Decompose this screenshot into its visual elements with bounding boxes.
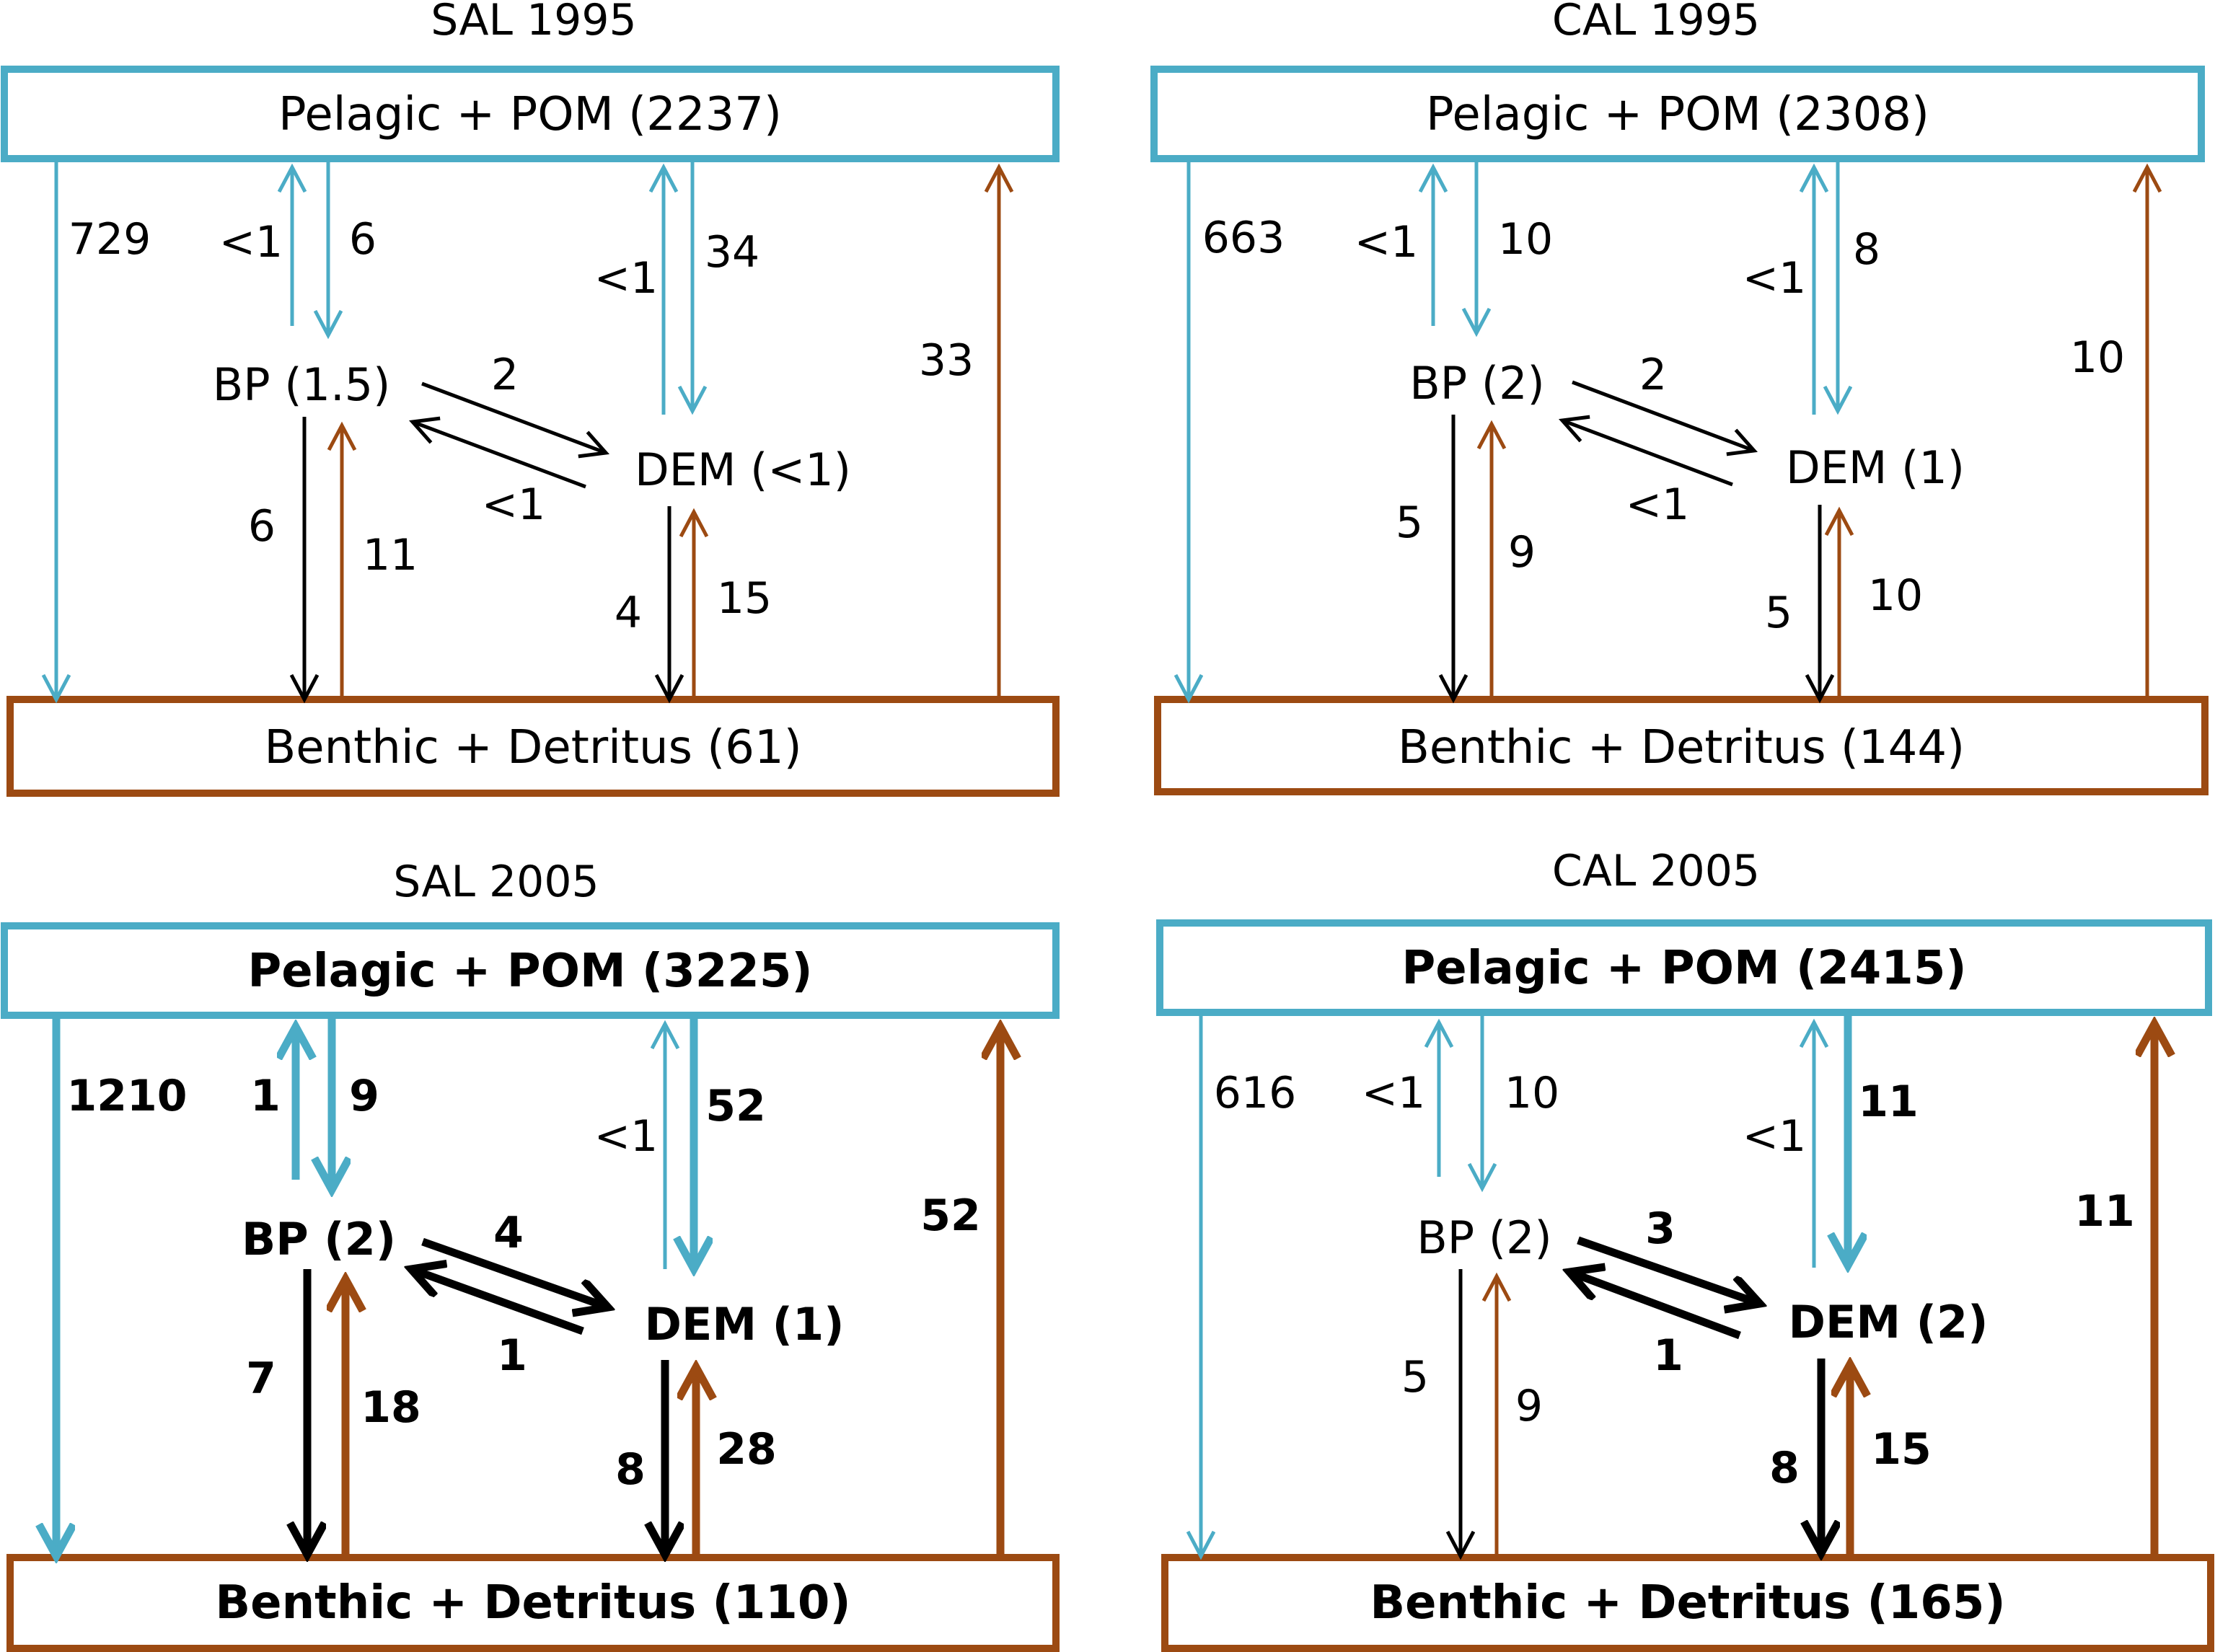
flow-value-benthic-to-pelagic: 33: [919, 335, 974, 386]
flow-value-dem-to-pelagic: <1: [594, 1111, 658, 1162]
flow-arrow-bp-to-dem: [421, 381, 606, 453]
flow-value-benthic-to-bp: 9: [1515, 1381, 1543, 1431]
flow-value-bp-to-pelagic: <1: [1362, 1068, 1425, 1118]
flow-value-benthic-to-dem: 28: [716, 1424, 777, 1475]
bp-node: BP (2): [242, 1213, 396, 1265]
flow-value-bp-to-benthic: 6: [248, 501, 276, 552]
panel-sal-1995: SAL 1995 Pelagic + POM (2237) Benthic + …: [1, 0, 1060, 797]
flow-value-pelagic-to-dem: 52: [705, 1081, 766, 1131]
flow-value-bp-to-benthic: 5: [1396, 498, 1423, 548]
benthic-box: [6, 696, 1060, 797]
dem-node: DEM (2): [1789, 1296, 1989, 1348]
panel-title: SAL 2005: [393, 857, 599, 907]
flow-value-benthic-to-dem: 15: [717, 573, 772, 624]
pelagic-box: [1, 922, 1060, 1019]
flow-value-dem-to-benthic: 4: [615, 588, 642, 638]
pelagic-box: [1150, 66, 2205, 162]
bp-node: BP (1.5): [213, 358, 391, 411]
pelagic-box-label: Pelagic + POM (2308): [1426, 88, 1929, 141]
benthic-box: [6, 1554, 1060, 1652]
pelagic-box: [1, 66, 1060, 162]
flow-value-pelagic-to-dem: 8: [1853, 224, 1880, 275]
flow-value-dem-to-bp: 1: [1653, 1330, 1683, 1381]
flow-value-pelagic-to-benthic: 1210: [67, 1071, 188, 1121]
flow-value-bp-to-benthic: 7: [246, 1353, 276, 1404]
flow-value-dem-to-bp: <1: [482, 480, 545, 530]
flow-value-dem-to-pelagic: <1: [594, 253, 658, 304]
bp-node: BP (2): [1409, 357, 1544, 410]
flow-arrow-bp-to-dem: [1577, 1236, 1760, 1304]
panel-sal-2005: SAL 2005 Pelagic + POM (3225) Benthic + …: [1, 857, 1060, 1652]
flow-value-pelagic-to-benthic: 729: [69, 214, 151, 265]
pelagic-box-label: Pelagic + POM (2237): [278, 88, 782, 141]
flow-arrow-dem-to-bp: [1562, 420, 1733, 487]
flow-value-pelagic-to-benthic: 616: [1214, 1068, 1297, 1118]
flow-value-pelagic-to-bp: 10: [1498, 214, 1553, 265]
flow-value-benthic-to-pelagic: 52: [920, 1191, 981, 1241]
flow-arrow-dem-to-bp: [413, 422, 586, 489]
pelagic-box-label: Pelagic + POM (3225): [247, 945, 812, 998]
flow-value-dem-to-bp: <1: [1626, 480, 1689, 530]
flow-value-benthic-to-bp: 18: [361, 1382, 421, 1433]
flow-arrow-bp-to-dem: [1572, 380, 1754, 451]
flow-value-bp-to-pelagic: <1: [1355, 217, 1418, 268]
panel-cal-2005: CAL 2005 Pelagic + POM (2415) Benthic + …: [1156, 846, 2214, 1652]
flow-value-benthic-to-pelagic: 10: [2070, 332, 2125, 383]
flow-value-bp-to-dem: 2: [491, 350, 519, 400]
flow-value-pelagic-to-dem: 11: [1858, 1077, 1919, 1127]
flow-arrow-bp-to-dem: [421, 1237, 608, 1307]
flow-value-bp-to-pelagic: 1: [250, 1071, 281, 1121]
benthic-box-label: Benthic + Detritus (61): [264, 721, 801, 774]
flow-value-bp-to-dem: 2: [1639, 350, 1667, 400]
benthic-box: [1161, 1554, 2214, 1652]
flow-value-dem-to-benthic: 5: [1765, 588, 1792, 638]
pelagic-box: [1156, 919, 2212, 1016]
benthic-box-label: Benthic + Detritus (165): [1370, 1576, 2005, 1630]
flow-value-benthic-to-bp: 11: [363, 530, 418, 580]
pelagic-box-label: Pelagic + POM (2415): [1401, 942, 1966, 995]
benthic-box-label: Benthic + Detritus (144): [1398, 721, 1965, 774]
flow-value-pelagic-to-benthic: 663: [1202, 213, 1285, 263]
panel-title: CAL 2005: [1552, 846, 1760, 896]
panel-title: SAL 1995: [431, 0, 636, 45]
bp-node: BP (2): [1417, 1211, 1551, 1264]
flow-value-benthic-to-dem: 10: [1868, 570, 1923, 621]
flow-value-bp-to-benthic: 5: [1401, 1352, 1429, 1403]
dem-node: DEM (<1): [635, 443, 851, 496]
dem-node: DEM (1): [1786, 441, 1965, 494]
flow-value-bp-to-dem: 4: [493, 1208, 524, 1258]
flow-value-pelagic-to-dem: 34: [705, 227, 759, 278]
flow-value-bp-to-pelagic: <1: [219, 217, 283, 268]
flow-value-dem-to-bp: 1: [497, 1330, 527, 1381]
flow-value-pelagic-to-bp: 10: [1505, 1068, 1559, 1118]
flow-value-pelagic-to-bp: 6: [349, 214, 376, 265]
dem-node: DEM (1): [645, 1298, 845, 1351]
flow-arrow-dem-to-bp: [411, 1269, 584, 1335]
flow-value-dem-to-pelagic: <1: [1743, 1111, 1806, 1162]
panel-cal-1995: CAL 1995 Pelagic + POM (2308) Benthic + …: [1150, 0, 2209, 795]
flow-value-benthic-to-pelagic: 11: [2074, 1186, 2135, 1237]
panel-title: CAL 1995: [1552, 0, 1760, 45]
flow-value-dem-to-pelagic: <1: [1743, 253, 1806, 304]
flow-value-bp-to-dem: 3: [1645, 1203, 1675, 1254]
flow-value-pelagic-to-bp: 9: [349, 1071, 379, 1121]
benthic-box-label: Benthic + Detritus (110): [215, 1576, 850, 1630]
flow-value-dem-to-benthic: 8: [1769, 1443, 1800, 1493]
flow-value-benthic-to-bp: 9: [1508, 527, 1536, 578]
flow-value-benthic-to-dem: 15: [1871, 1424, 1932, 1475]
benthic-box: [1154, 696, 2209, 795]
flow-value-dem-to-benthic: 8: [615, 1444, 646, 1495]
flow-arrow-dem-to-bp: [1569, 1272, 1741, 1340]
